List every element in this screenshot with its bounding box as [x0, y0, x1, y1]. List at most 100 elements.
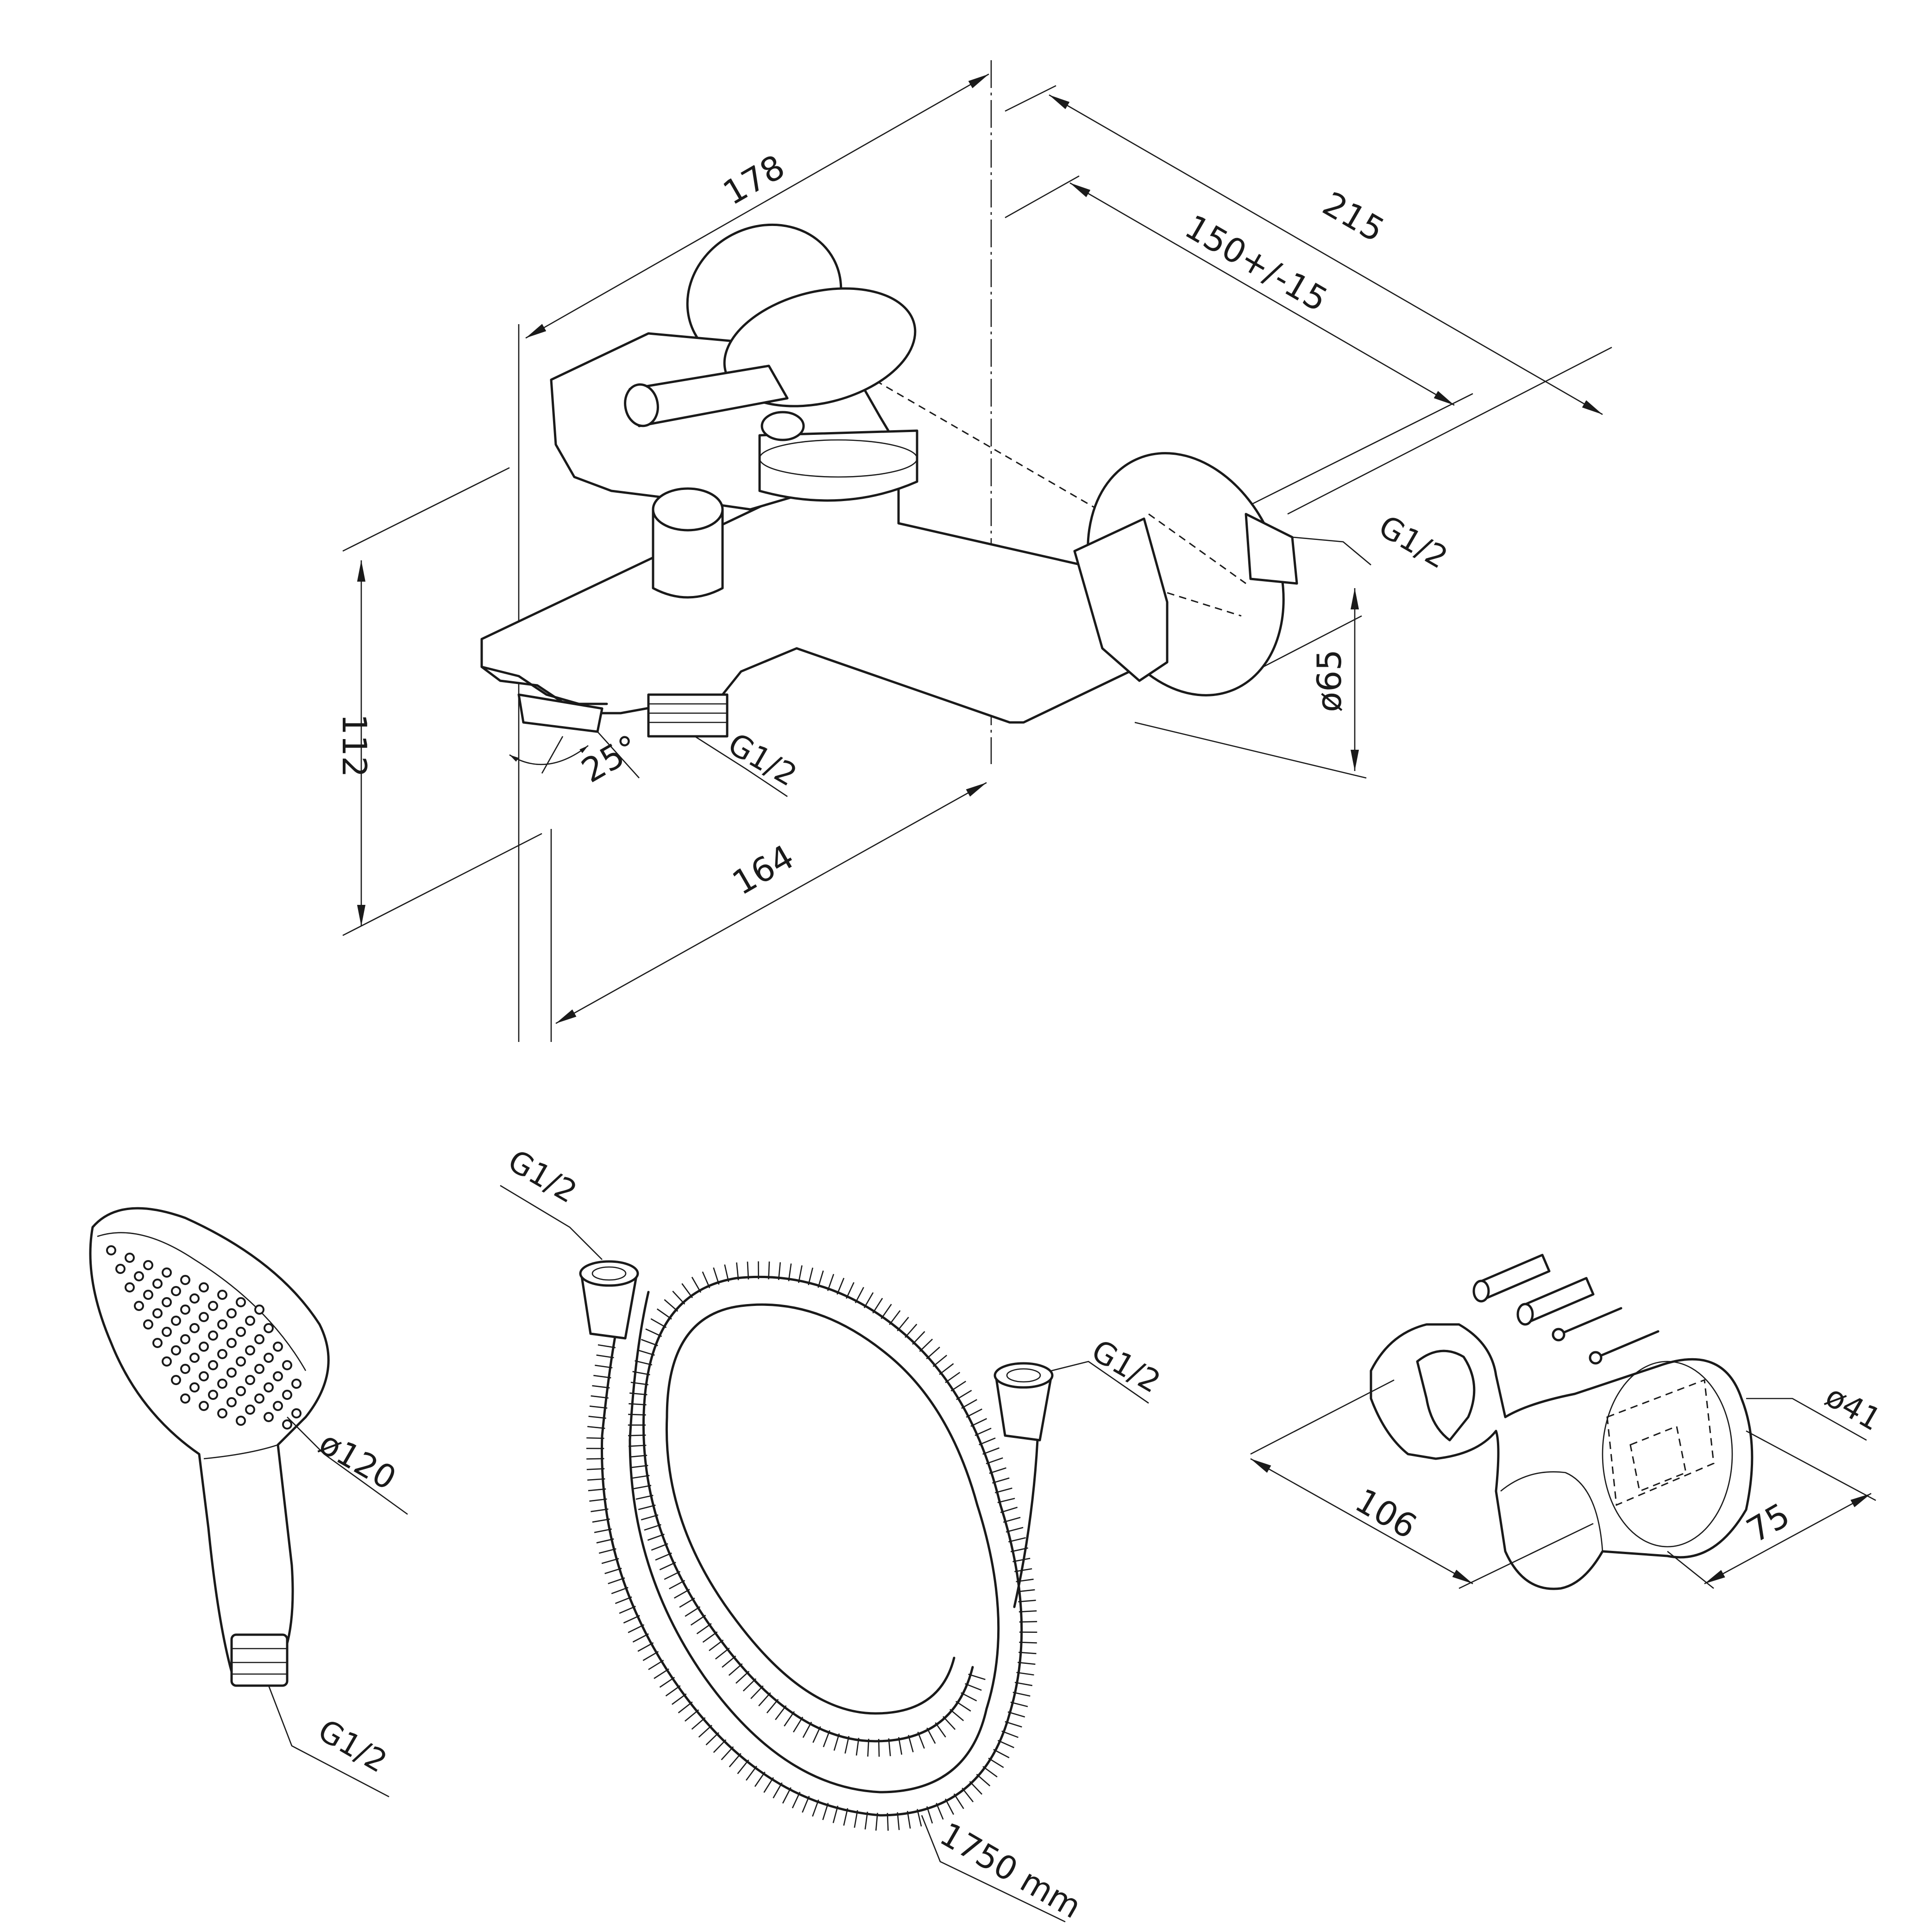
hose-ring	[943, 1717, 955, 1730]
extension-line-65-low	[1135, 722, 1366, 778]
nozzle-dot	[246, 1317, 254, 1325]
hose-ring	[709, 1640, 723, 1651]
nozzle-dot	[274, 1402, 282, 1410]
nozzle-dot	[209, 1302, 217, 1310]
hose-ring	[846, 1282, 854, 1298]
nozzle-dot	[163, 1328, 171, 1336]
nozzle-dot	[181, 1335, 189, 1343]
cartridge-collar	[760, 431, 917, 501]
nozzle-dot	[153, 1280, 162, 1288]
nozzle-dot	[237, 1387, 245, 1395]
dim-150-text: 150+/-15	[1178, 207, 1334, 320]
hose-ring	[951, 1381, 966, 1391]
hose-ring	[654, 1669, 669, 1679]
hose-ring	[926, 1347, 940, 1359]
hose-ring	[703, 1272, 710, 1288]
hose-ring	[682, 1284, 692, 1298]
hose-ring	[679, 1702, 692, 1713]
extension-line-215-right	[1288, 347, 1612, 514]
nozzle-dot	[237, 1298, 245, 1306]
hose-ring	[966, 1409, 982, 1418]
hose-ring	[956, 1390, 972, 1399]
hose-ring	[685, 1607, 700, 1617]
hose-ring	[679, 1598, 695, 1607]
hose-ring	[729, 1753, 741, 1767]
hose-ring	[738, 1760, 749, 1774]
nozzle-dot	[107, 1246, 115, 1255]
hose-ring	[729, 1664, 742, 1675]
nozzle-dot	[227, 1309, 236, 1317]
bottom-outlet-thread	[648, 695, 727, 736]
hose-ring	[751, 1686, 763, 1699]
hose-ring	[1002, 1731, 1018, 1738]
hose-ring	[889, 1311, 900, 1325]
nozzle-dot	[153, 1339, 162, 1347]
hose-ring	[743, 1679, 756, 1691]
nozzle-dot	[172, 1346, 180, 1355]
nozzle-dot	[181, 1276, 189, 1284]
nozzle-dot	[283, 1420, 291, 1429]
nozzle-dot	[144, 1291, 152, 1299]
holder-diameter-label: ø41	[1819, 1378, 1887, 1438]
hose-ring	[611, 1587, 628, 1593]
hose-ring	[768, 1261, 769, 1279]
hose-ring	[691, 1615, 706, 1625]
nozzle-dot	[218, 1320, 226, 1329]
extension-line-106-left	[1251, 1380, 1394, 1454]
hose-ring	[864, 1292, 873, 1308]
nozzle-dot	[135, 1272, 143, 1280]
screw	[1598, 1331, 1658, 1357]
dim-112-text: 112	[335, 714, 374, 777]
nozzle-dot	[200, 1372, 208, 1380]
hose-ring	[669, 1581, 685, 1589]
shower-holder-drawing: 106 75 ø41	[1251, 1255, 1887, 1589]
outlet-thread-label: G1/2	[1373, 508, 1454, 576]
outlet-thread	[1246, 514, 1297, 583]
nozzle-dot	[200, 1342, 208, 1351]
hose-ring	[764, 1777, 773, 1793]
shower-hose-drawing: G1/2 G1/2 1750 mm	[500, 1143, 1167, 1926]
hose-ring	[918, 1732, 924, 1749]
hose-ring	[628, 1414, 646, 1415]
hose-ring	[699, 1725, 712, 1738]
nozzle-dot	[144, 1261, 152, 1269]
nozzle-dot	[264, 1354, 273, 1362]
nozzle-dot	[218, 1380, 226, 1388]
nozzle-dot	[181, 1394, 189, 1403]
nozzle-dot	[144, 1320, 152, 1329]
hose-ring	[979, 1438, 996, 1445]
nozzle-dot	[181, 1305, 189, 1314]
nozzle-dot	[283, 1391, 291, 1399]
spout-thread-label: G1/2	[722, 726, 803, 793]
hose-ring	[759, 1693, 771, 1706]
nozzle-dot	[153, 1309, 162, 1317]
hose-ring	[993, 1750, 1009, 1758]
nozzle-dot	[209, 1331, 217, 1340]
hose-ring	[956, 1701, 971, 1711]
hose-ring	[983, 1448, 1000, 1455]
hose-right-thread-label: G1/2	[1086, 1333, 1167, 1400]
nozzle-dot	[200, 1313, 208, 1321]
hose-ring	[975, 1428, 991, 1436]
hose-ring	[988, 1758, 1004, 1768]
hose-length-label: 1750 mm	[934, 1815, 1088, 1926]
nozzle-dot	[163, 1357, 171, 1366]
nozzle-dot	[227, 1398, 236, 1406]
nozzle-dot	[246, 1376, 254, 1384]
hose-ring	[773, 1783, 782, 1798]
nozzle-dot	[237, 1357, 245, 1366]
hose-ring	[657, 1309, 672, 1319]
hose-ring	[1019, 1642, 1037, 1643]
extension-line-215	[1005, 86, 1056, 111]
nozzle-dot	[190, 1294, 199, 1303]
nozzle-dot	[126, 1283, 134, 1292]
extension-line-150	[1005, 176, 1079, 218]
shower-thread-label: G1/2	[312, 1712, 393, 1780]
hose-ring	[628, 1435, 646, 1436]
nozzle-dot	[227, 1339, 236, 1347]
hose-ring	[945, 1799, 954, 1814]
hose-ring	[939, 1364, 954, 1374]
nozzle-dot	[246, 1346, 254, 1355]
hose-ring	[623, 1616, 640, 1623]
